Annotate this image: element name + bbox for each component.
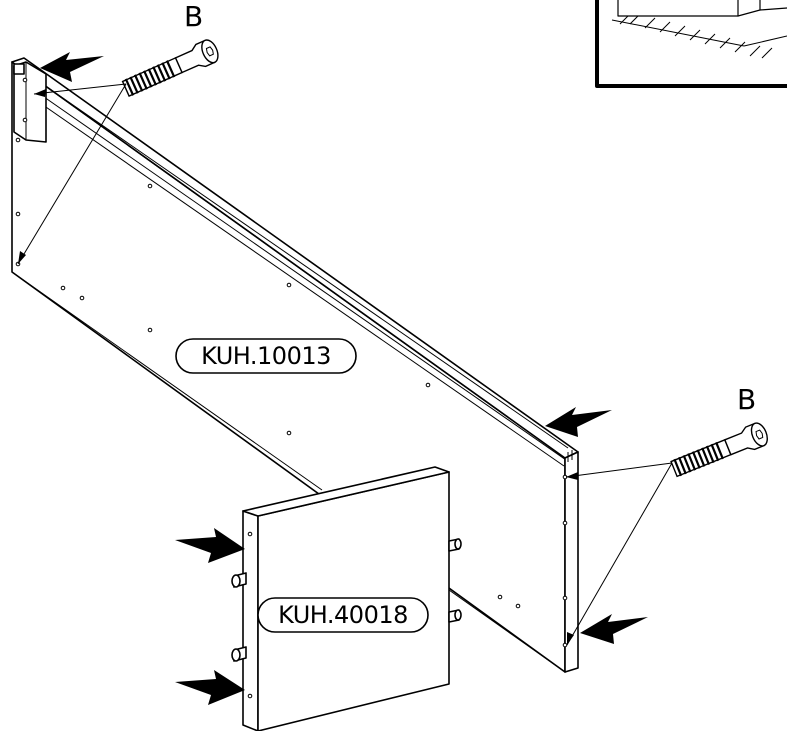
- inset-detail-box: [595, 0, 787, 88]
- panel-holes: [15, 77, 568, 648]
- wood-dowel-icon: [231, 538, 462, 662]
- leader-arrowheads: [18, 89, 578, 645]
- cam-screw-icon: [121, 39, 219, 98]
- back-panel-code: KUH.10013: [201, 342, 331, 370]
- screw-label-top: B: [184, 0, 203, 33]
- cam-screw-icon: [670, 422, 768, 478]
- side-panel-label: KUH.40018: [257, 597, 429, 633]
- side-panel-code: KUH.40018: [278, 601, 408, 629]
- direction-arrow-icon: [40, 52, 648, 705]
- back-panel-label: KUH.10013: [175, 338, 357, 374]
- screw-leaders: [17, 83, 673, 646]
- assembly-leaders: [11, 271, 566, 673]
- screw-label-right: B: [737, 383, 756, 416]
